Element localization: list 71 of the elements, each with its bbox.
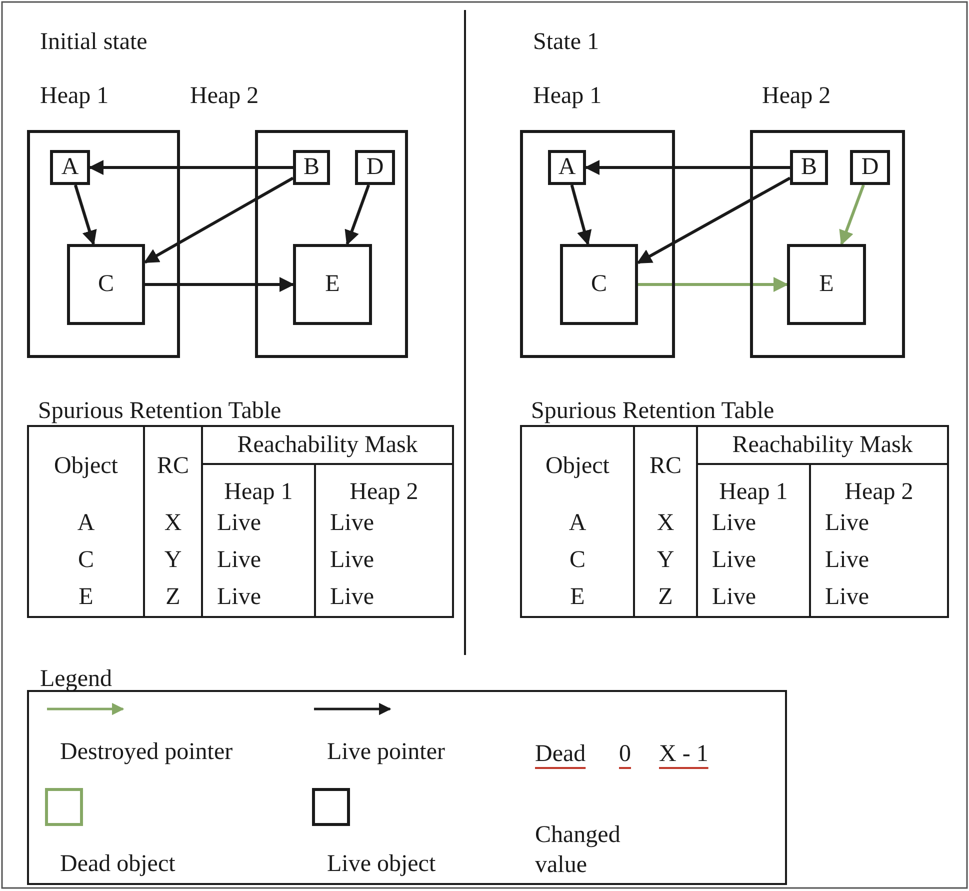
arrow: [570, 184, 592, 246]
object-box: D: [850, 150, 890, 185]
arrow: [638, 277, 788, 292]
object-box: A: [50, 150, 90, 185]
legend-text: Changed value: [535, 821, 622, 880]
object-box: E: [787, 244, 866, 325]
arrow: [74, 184, 97, 246]
object-box: C: [560, 244, 638, 325]
column-header: Heap 2: [810, 464, 948, 505]
column-header: Heap 1: [697, 464, 810, 505]
table-title: Spurious Retention Table: [38, 399, 282, 423]
value-text: Y: [634, 542, 697, 579]
changed-value-sample: 0: [619, 742, 631, 766]
value-text: Live: [202, 579, 315, 617]
value-text: Live: [810, 579, 948, 617]
row-label: C: [521, 542, 634, 579]
column-header: Heap 1: [202, 464, 315, 505]
row-label: A: [521, 505, 634, 542]
arrow: [88, 160, 293, 175]
value-text: X: [634, 505, 697, 542]
column-header: RC: [634, 426, 697, 505]
arrow: [636, 176, 791, 264]
object-box: C: [67, 244, 145, 325]
row-label: E: [521, 579, 634, 617]
arrow: [584, 160, 790, 175]
row-label: A: [28, 505, 144, 542]
value-text: Live: [810, 542, 948, 579]
panel-heading: Initial state: [40, 30, 148, 54]
object-box: A: [548, 150, 586, 185]
value-text: Live: [810, 505, 948, 542]
heap-heading: Heap 1: [40, 84, 109, 108]
row-label: C: [28, 542, 144, 579]
value-text: X: [144, 505, 202, 542]
value-text: Live: [202, 542, 315, 579]
legend-title: Legend: [40, 667, 112, 691]
value-text: Live: [315, 505, 453, 542]
column-header: Object: [28, 426, 144, 505]
heap-heading: Heap 2: [762, 84, 831, 108]
arrow: [144, 176, 294, 264]
legend-text: Destroyed pointer: [60, 740, 233, 764]
arrow: [145, 277, 294, 292]
legend-text: Live pointer: [327, 740, 445, 764]
value-text: Live: [202, 505, 315, 542]
legend-text: Dead object: [60, 852, 176, 876]
object-box: E: [293, 244, 372, 325]
column-header: RC: [144, 426, 202, 505]
changed-value-sample: X - 1: [659, 742, 708, 766]
value-text: Live: [315, 579, 453, 617]
object-box: D: [355, 150, 395, 185]
value-text: Live: [697, 505, 810, 542]
object-box: B: [293, 150, 330, 185]
changed-value-sample: Dead: [535, 742, 586, 766]
column-header: Reachability Mask: [202, 426, 453, 464]
arrow: [839, 184, 865, 246]
arrow: [344, 184, 370, 246]
table-title: Spurious Retention Table: [531, 399, 774, 423]
legend-text: Live object: [327, 852, 436, 876]
heap-heading: Heap 1: [533, 84, 602, 108]
column-header: Reachability Mask: [697, 426, 948, 464]
row-label: E: [28, 579, 144, 617]
panel-heading: State 1: [533, 30, 599, 54]
value-text: Live: [315, 542, 453, 579]
value-text: Z: [144, 579, 202, 617]
column-header: Heap 2: [315, 464, 453, 505]
value-text: Y: [144, 542, 202, 579]
value-text: Live: [697, 579, 810, 617]
column-header: Object: [521, 426, 634, 505]
heap-heading: Heap 2: [190, 84, 259, 108]
object-box: B: [790, 150, 828, 185]
value-text: Z: [634, 579, 697, 617]
value-text: Live: [697, 542, 810, 579]
